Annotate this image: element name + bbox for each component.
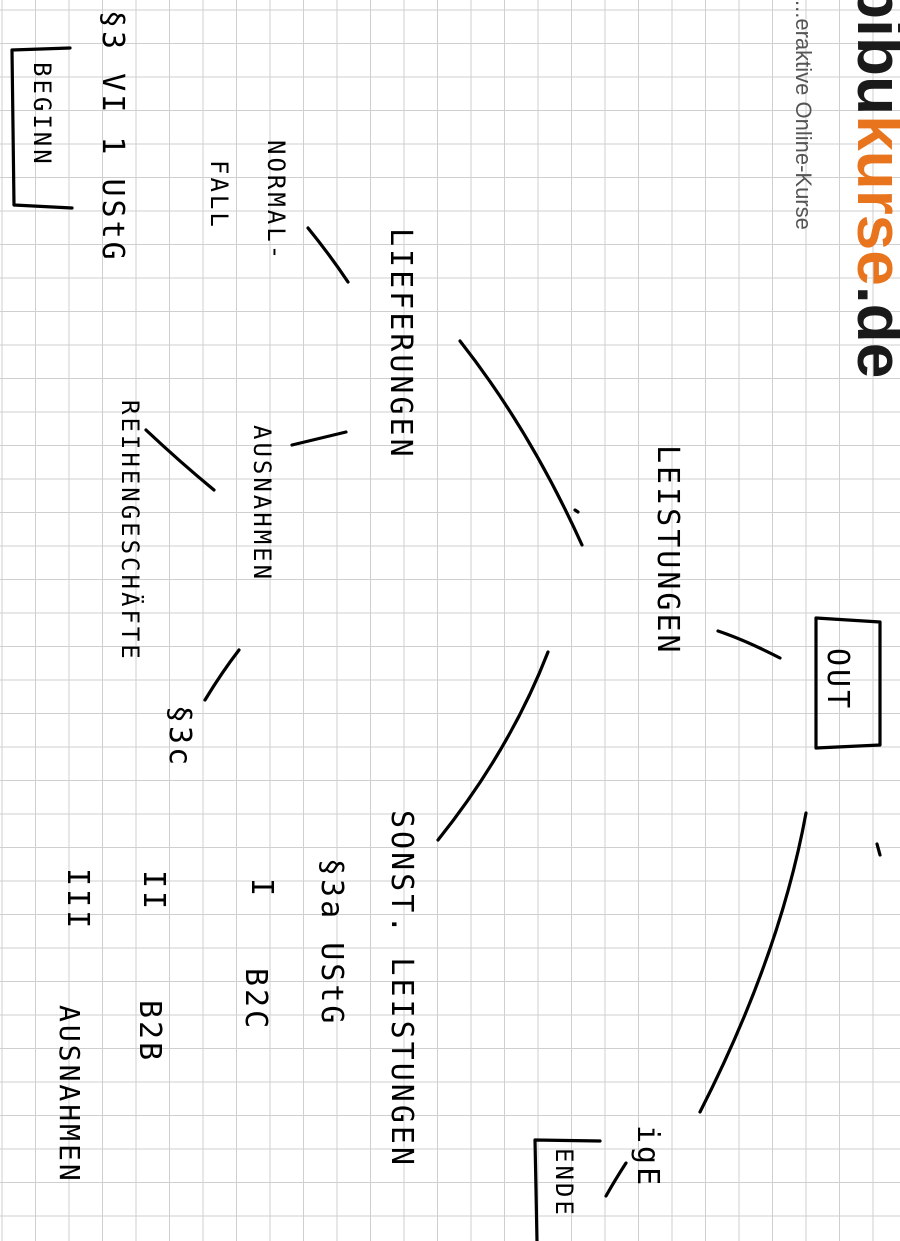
normalfall-line-2: FALL (205, 160, 233, 230)
logo: bibukurse.de (844, 0, 900, 378)
beginn-label: BEGINN (28, 62, 56, 167)
ige-label: igE (630, 1125, 665, 1188)
ausnahmen-label: AUSNAHMEN (248, 425, 276, 582)
reihengeschaefte-label: REIHENGESCHÄFTE (116, 400, 145, 662)
out-box (814, 616, 882, 750)
tick-mark (875, 842, 882, 857)
out-label: OUT (820, 648, 855, 711)
line-ausnahmen-3c (203, 648, 241, 702)
ende-label: ENDE (550, 1148, 578, 1218)
root-leistungen: LEISTUNGEN (650, 445, 685, 656)
handwritten-notes: OUT LEISTUNGEN LIEFERUNGEN NORMAL- FALL … (28, 10, 855, 1218)
para-3c-label: §3c (162, 705, 197, 768)
b2c-label: B2C (238, 968, 273, 1031)
logo-tagline-text: ...eraktive Online-Kurse (791, 0, 816, 230)
ausnahmen-2-label: AUSNAHMEN (53, 1005, 86, 1184)
line-lieferungen-ausnahmen (290, 430, 348, 447)
para-3-6-1: §3 VI 1 UStG (95, 10, 130, 263)
sonstige-leistungen-label: SONST. LEISTUNGEN (384, 810, 419, 1168)
line-out-leistungen (716, 629, 782, 660)
line-ausnahmen-reihen (144, 428, 216, 492)
line-leistungen-lieferungen (458, 339, 584, 547)
b2b-label: B2B (132, 1000, 167, 1063)
logo-text: bibukurse.de (844, 0, 900, 378)
connector-lines (144, 226, 882, 1198)
line-leistungen-sonstige (436, 650, 550, 842)
normalfall-line-1: NORMAL- (262, 140, 290, 262)
dot-mark (573, 508, 580, 514)
roman-one: I (244, 878, 279, 899)
para-3a-label: §3a UStG (314, 858, 349, 1027)
ende-box (533, 1138, 602, 1241)
ige-underline (604, 1161, 628, 1198)
roman-three: III (60, 868, 95, 931)
beginn-box (10, 46, 74, 210)
logo-tagline: ...eraktive Online-Kurse (791, 0, 816, 230)
roman-two: II (136, 870, 171, 912)
line-out-ige (698, 811, 808, 1114)
lieferungen-label: LIEFERUNGEN (383, 228, 418, 460)
line-lieferungen-normalfall (306, 226, 350, 284)
